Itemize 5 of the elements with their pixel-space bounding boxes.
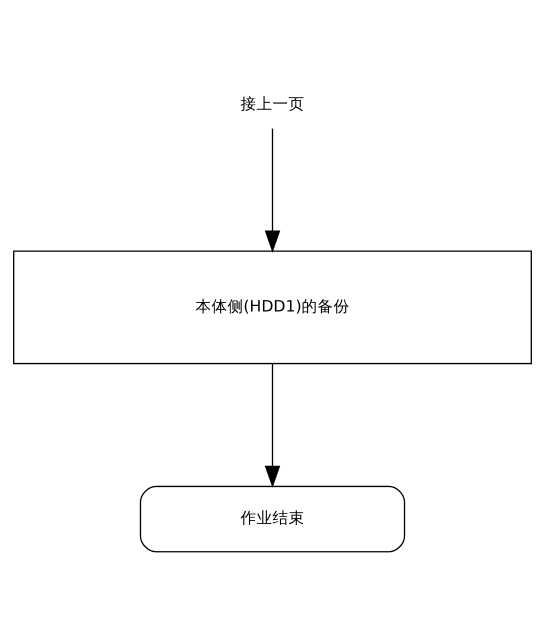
node-text: 接上一页 — [240, 94, 304, 113]
node-box: 本体侧(HDD1)的备份 — [13, 250, 532, 364]
arrow — [264, 128, 280, 253]
node-box: 作业结束 — [140, 486, 406, 552]
arrow — [264, 364, 280, 488]
